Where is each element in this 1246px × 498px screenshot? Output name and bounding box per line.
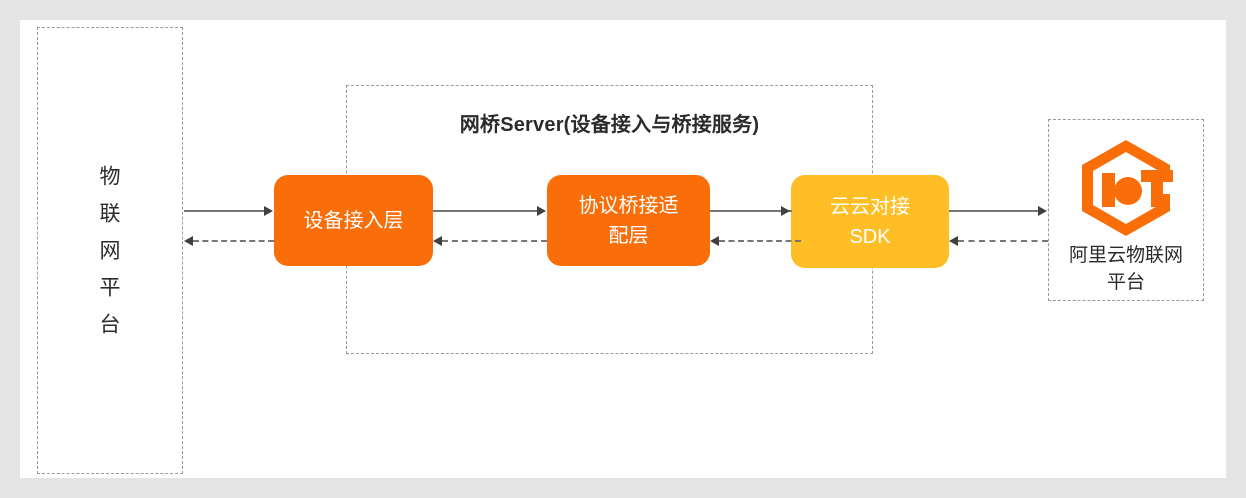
node-device-access-layer[interactable]: 设备接入层 <box>274 175 433 266</box>
connector-device-access-to-protocol-bridge <box>433 210 538 212</box>
arrow-head-right-icon <box>537 206 546 216</box>
node-protocol-bridge-adapter-layer[interactable]: 协议桥接适 配层 <box>547 175 710 266</box>
node-device-access-layer-label: 设备接入层 <box>303 209 404 232</box>
node-cloud-to-cloud-sdk[interactable]: 云云对接 SDK <box>791 175 949 268</box>
iot-hexagon-logo <box>1082 140 1173 236</box>
diagram-canvas: 物 联 网 平 台 网桥Server(设备接入与桥接服务) 设备接入层 协议桥接… <box>20 20 1226 478</box>
alicloud-iot-platform-container: 阿里云物联网 平台 <box>1048 119 1204 301</box>
alicloud-iot-platform-label: 阿里云物联网 平台 <box>1068 245 1183 293</box>
arrow-head-left-icon <box>710 236 719 246</box>
connector-cloud-sdk-to-protocol-bridge <box>719 240 801 242</box>
connector-protocol-bridge-to-cloud-sdk <box>710 210 792 212</box>
arrow-head-right-icon <box>1038 206 1047 216</box>
bridge-server-title: 网桥Server(设备接入与桥接服务) <box>459 114 760 136</box>
node-protocol-bridge-adapter-layer-label: 协议桥接适 配层 <box>578 194 679 247</box>
connector-platform-to-device-access <box>184 210 265 212</box>
arrow-head-left-icon <box>433 236 442 246</box>
connector-cloud-sdk-to-alicloud <box>949 210 1039 212</box>
iot-platform-label: 物 联 网 平 台 <box>99 165 121 336</box>
connector-device-access-to-platform <box>193 240 274 242</box>
arrow-head-left-icon <box>184 236 193 246</box>
connector-alicloud-to-cloud-sdk <box>958 240 1048 242</box>
arrow-head-left-icon <box>949 236 958 246</box>
arrow-head-right-icon <box>781 206 790 216</box>
arrow-head-right-icon <box>264 206 273 216</box>
iot-platform-container: 物 联 网 平 台 <box>37 27 183 474</box>
node-cloud-to-cloud-sdk-label: 云云对接 SDK <box>830 195 910 248</box>
connector-protocol-bridge-to-device-access <box>442 240 547 242</box>
